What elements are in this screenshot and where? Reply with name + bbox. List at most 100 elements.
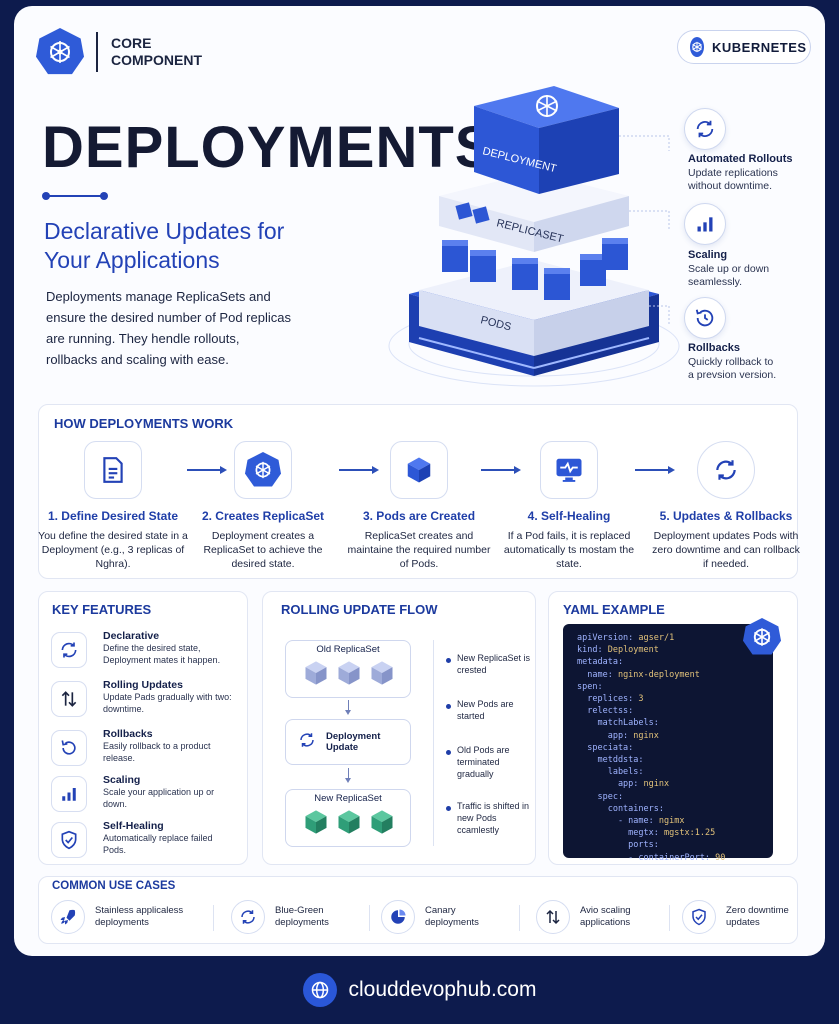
feature-rolling-updates: Rolling Updates Update Pads gradually wi… (51, 679, 251, 723)
kicker-line-1: CORE (111, 35, 152, 51)
cube-icon (390, 441, 448, 499)
timeline-step: Traffic is shifted in new Pods ccamlestl… (457, 801, 530, 835)
step-title: 5. Updates & Rollbacks (659, 509, 793, 523)
yaml-key: kind: (577, 645, 603, 656)
new-pod-cube (338, 810, 360, 834)
use-cases-title: COMMON USE CASES (52, 880, 176, 892)
scaling-icon (684, 203, 726, 245)
old-pod-cube (338, 661, 360, 685)
feature-self-healing: Self-Healing Automatically replace faile… (51, 820, 251, 864)
timeline-step: Old Pods are terminated gradually (457, 745, 510, 779)
title-underline-dot (42, 192, 50, 200)
undo-icon (51, 730, 87, 766)
yaml-key: metadata: (577, 657, 624, 668)
use-case-line-1: Avio scaling (580, 905, 631, 916)
yaml-key: matchLabels: (577, 718, 659, 729)
side-feature-title: Automated Rollouts (688, 153, 793, 165)
use-case-line-2: deployments (275, 917, 329, 928)
yaml-key: spec: (577, 791, 624, 802)
yaml-example-title: YAML EXAMPLE (563, 602, 665, 617)
step-arrow (481, 466, 521, 473)
step-define-state: 1. Define Desired State You define the d… (38, 441, 188, 571)
subtitle-line-1: Declarative Updates for (44, 218, 285, 244)
timeline-step: New ReplicaSet is crested (457, 653, 531, 675)
use-case-separator (213, 905, 214, 931)
yaml-value: nginx (638, 779, 670, 790)
yaml-value: 3 (633, 694, 644, 705)
yaml-line: - containerPort: 90 (577, 852, 773, 864)
yaml-line: speciata: (577, 742, 773, 754)
kubernetes-wheel-icon (234, 441, 292, 499)
side-feature-desc: Quickly rollback to (688, 356, 774, 368)
deployment-update-box: Deployment Update (285, 719, 411, 765)
refresh-icon (231, 900, 265, 934)
step-pods-created: 3. Pods are Created ReplicaSet creates a… (344, 441, 494, 571)
use-case-separator (369, 905, 370, 931)
step-desc: ReplicaSet creates and maintaine the req… (347, 530, 491, 570)
use-case-separator (519, 905, 520, 931)
flow-arrow (348, 700, 349, 712)
yaml-key: apiVersion: (577, 633, 634, 643)
old-pod-cube (371, 661, 393, 685)
use-case-line-2: applications (580, 917, 631, 928)
feature-title: Declarative (103, 630, 160, 642)
yaml-line: ports: (577, 839, 773, 851)
yaml-line: labels: (577, 766, 773, 778)
step-desc: Deployment creates a ReplicaSet to achie… (203, 530, 323, 570)
yaml-line: megtx: mgstx:1.25 (577, 827, 773, 839)
side-feature-desc: a prevsion version. (688, 369, 777, 381)
footer: clouddevophub.com (0, 956, 839, 1024)
refresh-icon (51, 632, 87, 668)
yaml-key: - name: (577, 816, 654, 827)
yaml-value: nginx (628, 730, 659, 741)
title-underline (44, 195, 106, 197)
footer-site-link[interactable]: clouddevophub.com (348, 978, 537, 1001)
kubernetes-badge-label: KUBERNETES (712, 39, 807, 55)
step-arrow (187, 466, 227, 473)
feature-desc: Automatically replace failed Pods. (103, 833, 213, 855)
yaml-value: 90 (710, 852, 726, 863)
yaml-line: name: nginx-deployment (577, 669, 773, 681)
yaml-key: metddsta: (577, 755, 644, 766)
use-case-line-1: Stainless applicaless (95, 905, 184, 916)
feature-title: Scaling (103, 774, 141, 786)
yaml-line: apiVersion: agser/1 (577, 632, 773, 644)
document-icon (84, 441, 142, 499)
yaml-line: spec: (577, 791, 773, 803)
rocket-icon (51, 900, 85, 934)
side-feature-desc: seamlessly. (688, 276, 743, 288)
yaml-line: kind: Deployment (577, 644, 773, 656)
title-underline-dot (100, 192, 108, 200)
step-arrow (635, 466, 675, 473)
feature-scaling: Scaling Scale your application up or dow… (51, 774, 251, 818)
timeline-dot (446, 658, 451, 663)
deployment-stack-illustration: PODS REPLICASET DEPLOYMENT (388, 86, 680, 387)
flow-arrow-head (345, 778, 351, 783)
yaml-line: app: nginx (577, 730, 773, 742)
new-pod-cube (371, 810, 393, 834)
yaml-line: metadata: (577, 656, 773, 668)
refresh-icon (298, 731, 316, 754)
rolling-update-panel: ROLLING UPDATE FLOW Old ReplicaSet Deplo… (262, 591, 536, 865)
yaml-key: app: (577, 730, 629, 741)
step-arrow (339, 466, 379, 473)
kubernetes-badge: KUBERNETES (677, 30, 811, 64)
up-down-arrows-icon (536, 900, 570, 934)
side-feature-desc: Update replications (688, 167, 778, 179)
step-desc: You define the desired state in a Deploy… (38, 530, 188, 570)
yaml-line: replices: 3 (577, 693, 773, 705)
yaml-key: megtx: (577, 828, 659, 839)
yaml-key: replices: (577, 694, 634, 705)
yaml-key: labels: (577, 767, 644, 778)
yaml-key: app: (577, 779, 639, 790)
feature-title: Rolling Updates (103, 679, 183, 691)
step-self-healing: 4. Self-Healing If a Pod fails, it is re… (494, 441, 644, 571)
how-deployments-work-panel: HOW DEPLOYMENTS WORK 1. Define Desired S… (38, 404, 800, 579)
feature-title: Rollbacks (103, 728, 153, 740)
pie-chart-icon (381, 900, 415, 934)
